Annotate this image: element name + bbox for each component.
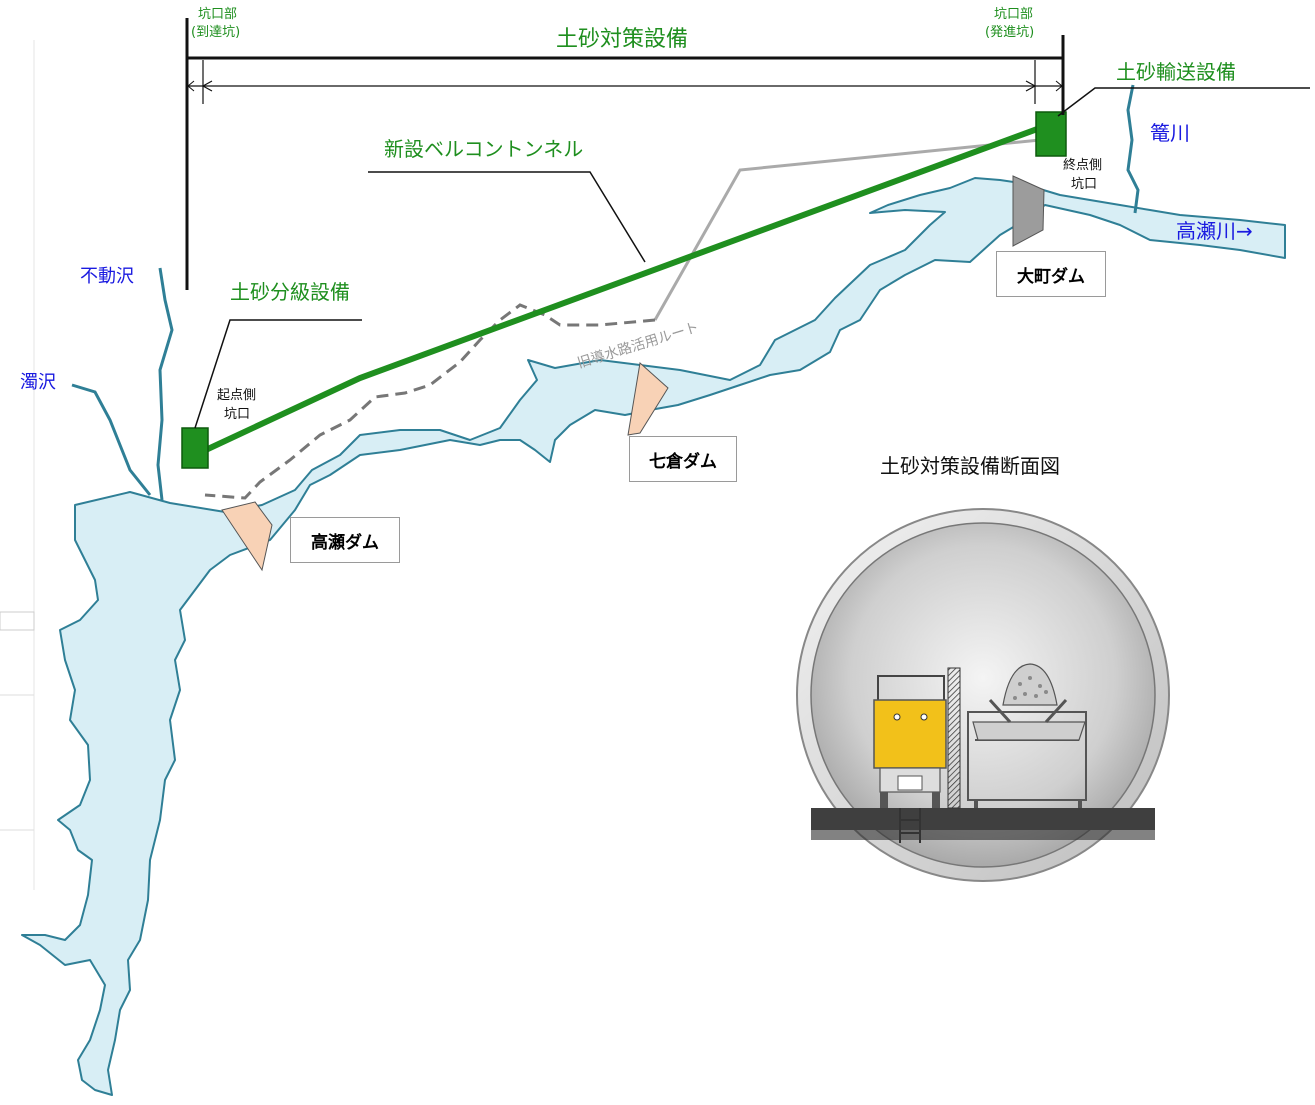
nigorisawa-label: 濁沢 [20,372,56,393]
old-route-line [653,138,1041,321]
end-portal-box [1035,111,1067,157]
background-map-fragment [0,40,35,890]
classification-facility-label: 土砂分級設備 [230,280,350,304]
start-portal-label: 起点側 [217,388,257,403]
end-portal-label: 終点側 [1063,158,1103,173]
left-portal-label: 坑口部 [198,7,238,22]
nanakura-dam-label: 七倉ダム [629,436,737,482]
nigorisawa-stream [71,383,152,496]
tunnel-leader [368,171,646,263]
omachi-dam [1012,175,1045,247]
omachi-dam-label: 大町ダム [996,251,1106,297]
kagokawa-stream [1126,84,1140,214]
kagokawa-label: 篭川 [1150,121,1190,145]
transport-facility-label: 土砂輸送設備 [1116,60,1236,84]
dim-arrow-left-outer [187,80,195,92]
fudosawa-stream [156,267,174,501]
takase-dam [221,501,273,572]
end-portal-sublabel: 坑口 [1071,177,1098,192]
span-title: 土砂対策設備 [556,27,689,52]
reservoir-water [21,177,1286,1096]
nanakura-dam [627,362,669,436]
cross-section-title: 土砂対策設備断面図 [880,454,1060,478]
takasegawa-label: 高瀬川→ [1176,219,1253,243]
start-portal-sublabel: 坑口 [224,407,251,422]
start-portal-box [181,427,209,469]
dim-arrow-right-outer [1055,80,1063,92]
fudosawa-label: 不動沢 [80,266,134,287]
new-belt-tunnel-line [193,125,1042,458]
left-portal-sublabel: (到達坑) [191,25,241,40]
dim-arrow-right [1025,80,1037,92]
right-portal-sublabel: (発進坑) [985,25,1035,40]
transport-leader [1057,87,1310,117]
tunnel-cross-section [796,508,1170,882]
dim-arrow-left [201,80,213,92]
tunnel-label: 新設ベルコントンネル [384,137,584,161]
classification-leader [194,319,362,429]
right-portal-label: 坑口部 [994,7,1034,22]
takase-dam-label: 高瀬ダム [290,517,400,563]
